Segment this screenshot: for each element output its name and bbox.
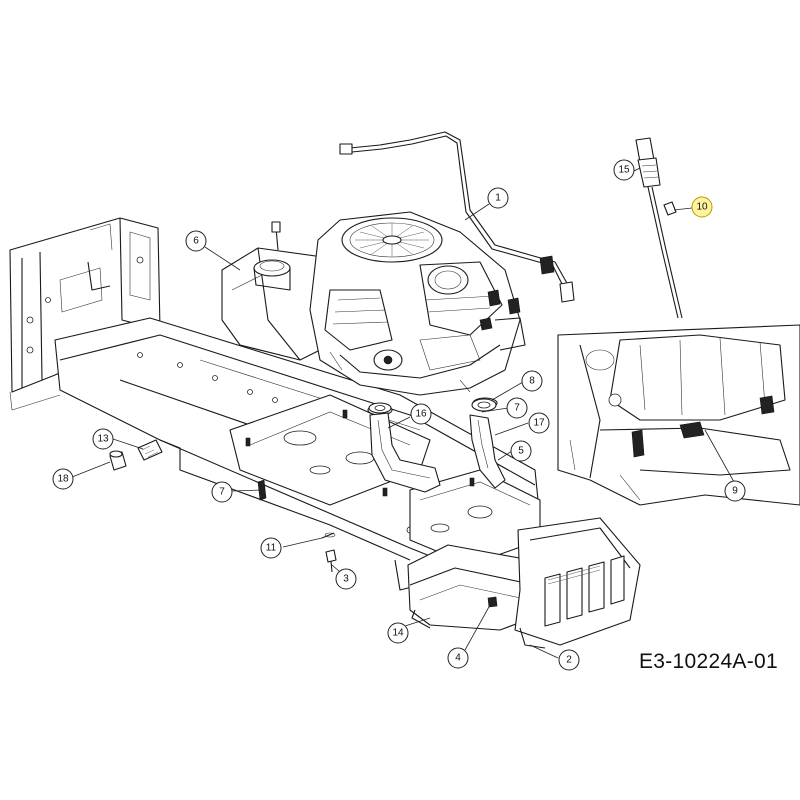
callout: 9 xyxy=(724,480,746,502)
callout: 6 xyxy=(185,230,207,252)
callout: 7 xyxy=(506,397,528,419)
callout-label: 9 xyxy=(732,486,738,497)
callout-label: 7 xyxy=(514,403,520,414)
callout-label: 8 xyxy=(529,376,535,387)
callout-label: 4 xyxy=(455,653,461,664)
callout-label: 14 xyxy=(392,628,404,639)
diagram-reference-code: E3-10224A-01 xyxy=(638,650,778,673)
callout: 14 xyxy=(387,622,409,644)
callout-label: 6 xyxy=(193,236,199,247)
callout: 15 xyxy=(613,159,635,181)
callout: 3 xyxy=(335,568,357,590)
callout-label: 3 xyxy=(343,574,349,585)
callout-label: 11 xyxy=(266,543,277,554)
sensor-lead xyxy=(635,137,683,319)
callout-label: 1 xyxy=(495,193,501,204)
muffler xyxy=(407,544,546,631)
callout: 4 xyxy=(447,647,469,669)
callout: 18 xyxy=(52,468,74,490)
callout: 11 xyxy=(260,537,282,559)
callout-label: 15 xyxy=(618,165,630,176)
callout: 8 xyxy=(521,370,543,392)
callout-label: 17 xyxy=(533,418,545,429)
callout-label: 10 xyxy=(696,202,708,213)
callout-label: 5 xyxy=(518,446,524,457)
exhaust-pipes xyxy=(368,398,506,493)
callout: 13 xyxy=(92,428,114,450)
callout: 1 xyxy=(487,187,509,209)
chassis-frame xyxy=(9,217,541,591)
engine xyxy=(309,211,526,416)
detail-inset xyxy=(557,324,800,506)
callout: 17 xyxy=(528,412,550,434)
callout: 16 xyxy=(410,403,432,425)
callout-label: 13 xyxy=(97,434,109,445)
callout-label: 16 xyxy=(415,409,427,420)
leader-lines xyxy=(71,167,735,659)
heat-shield xyxy=(514,517,641,649)
callout-label: 2 xyxy=(566,655,572,666)
fasteners xyxy=(109,439,337,573)
callout: 5 xyxy=(510,440,532,462)
callout-highlighted: 10 xyxy=(691,196,713,218)
callout: 2 xyxy=(558,649,580,671)
callout: 7 xyxy=(211,481,233,503)
callout-label: 18 xyxy=(57,474,69,485)
callout-label: 7 xyxy=(219,487,225,498)
wire-harness xyxy=(339,131,575,303)
fuel-tank xyxy=(221,221,341,361)
